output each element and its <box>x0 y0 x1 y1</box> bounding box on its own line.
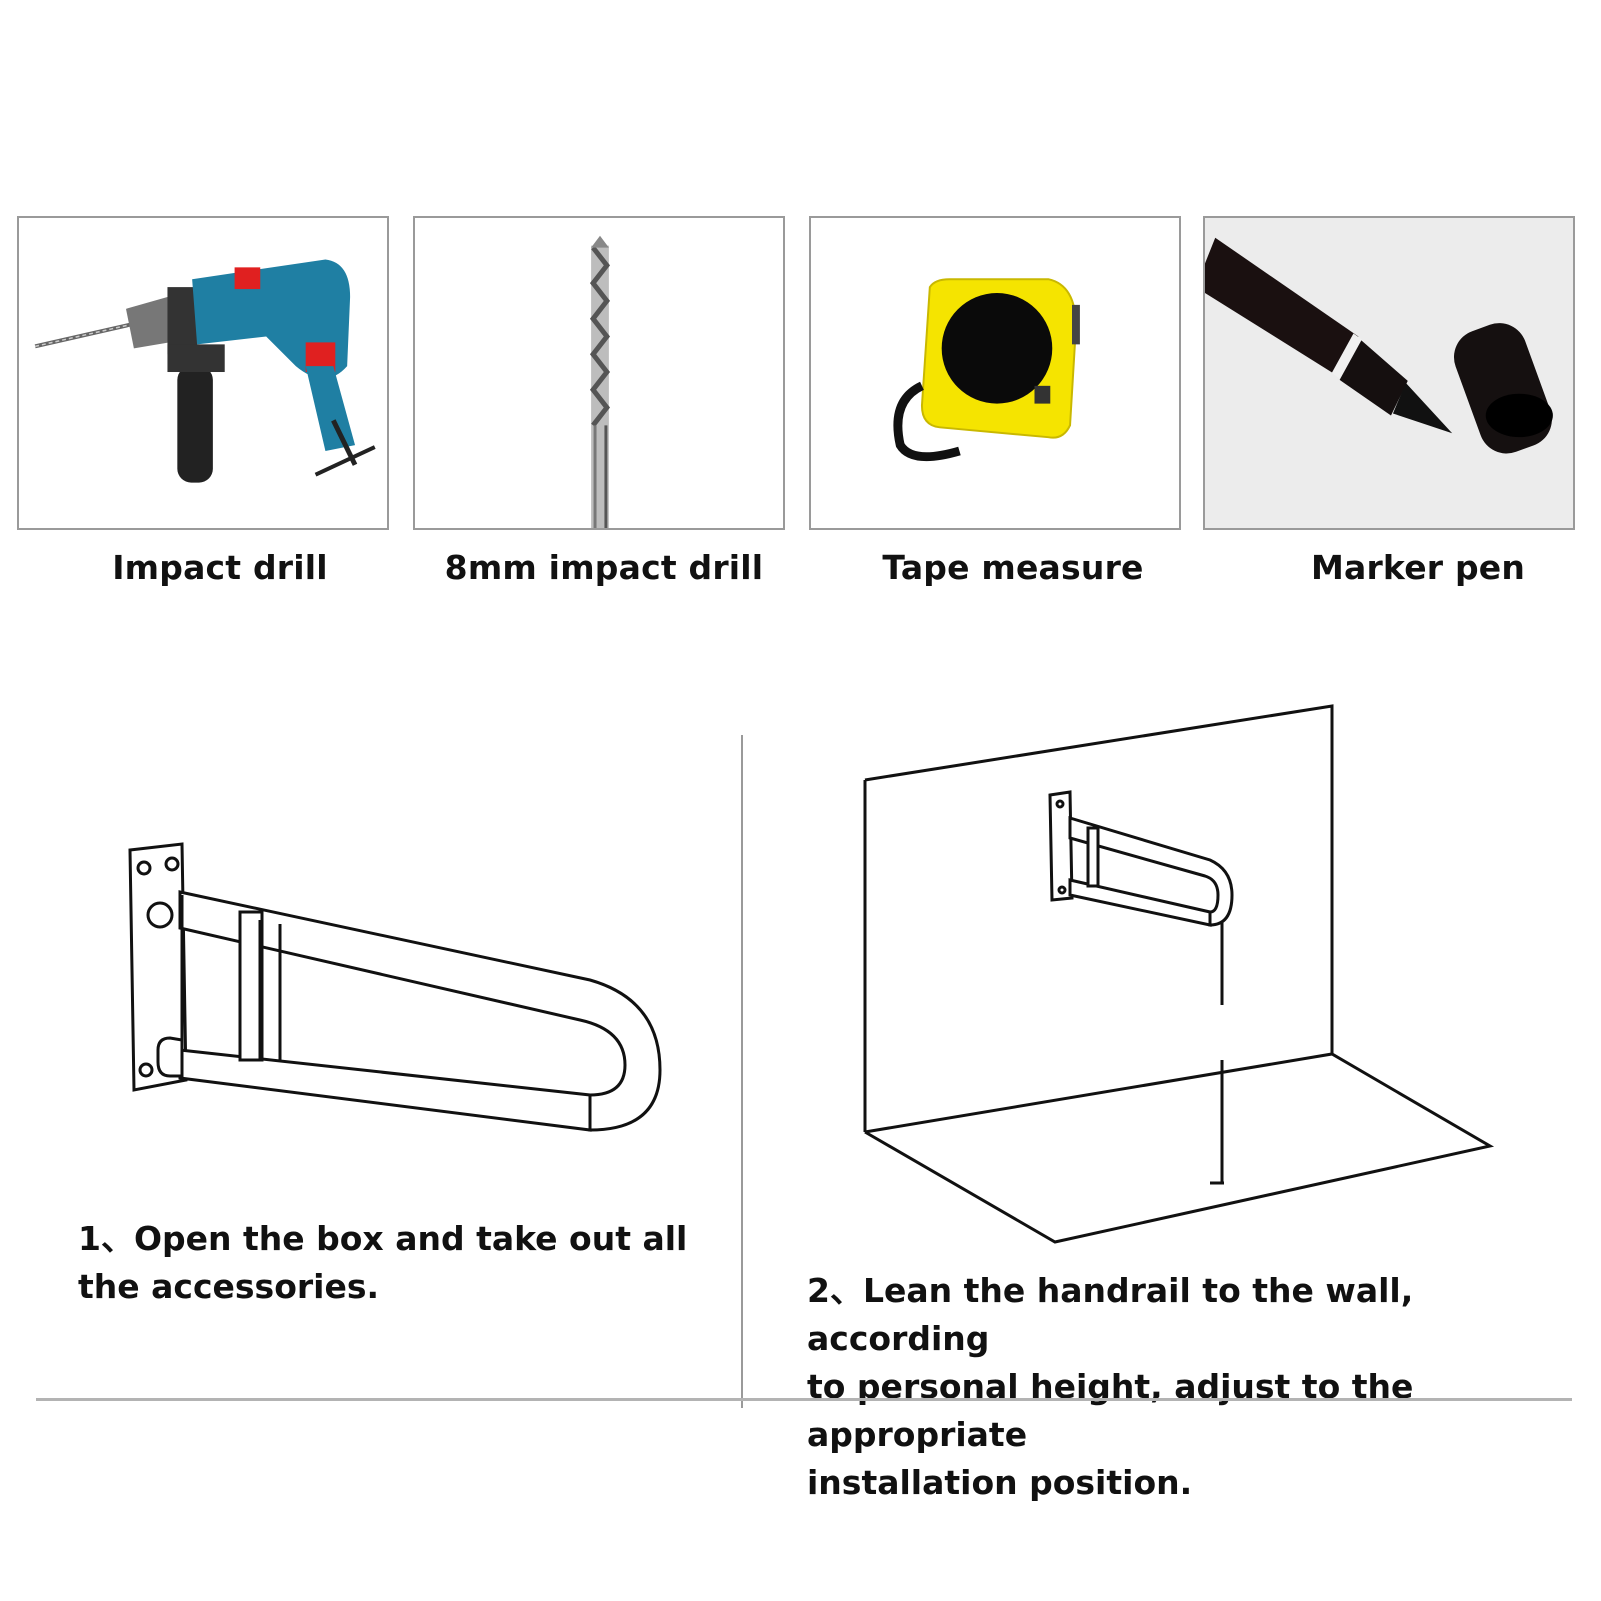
step-2-line-3: installation position. <box>807 1463 1193 1502</box>
step-2-line-1: 2、Lean the handrail to the wall, accordi… <box>807 1271 1414 1358</box>
tool-label-tape-measure: Tape measure <box>882 548 1144 587</box>
wall-mounted-handrail-illustration-icon <box>863 704 1495 1244</box>
tool-card-impact-drill <box>17 216 389 530</box>
tool-label-marker-pen: Marker pen <box>1310 548 1526 587</box>
impact-drill-icon <box>34 259 376 483</box>
tool-label-drill-bit: 8mm impact drill <box>444 548 764 587</box>
tape-measure-icon <box>893 278 1080 462</box>
tool-card-marker-pen <box>1203 216 1575 530</box>
horizontal-divider <box>36 1398 1572 1401</box>
step-1-text: 1、Open the box and take out all the acce… <box>78 1215 687 1311</box>
marker-pen-icon <box>1205 218 1573 528</box>
tool-label-impact-drill: Impact drill <box>112 548 328 587</box>
step-1-line-2: the accessories. <box>78 1267 380 1306</box>
step-2-text: 2、Lean the handrail to the wall, accordi… <box>807 1267 1601 1507</box>
tool-card-tape-measure <box>809 216 1181 530</box>
drill-bit-icon <box>589 235 611 528</box>
step-2-line-2: to personal height, adjust to the approp… <box>807 1367 1414 1454</box>
vertical-divider <box>741 735 743 1408</box>
handrail-illustration-icon <box>128 842 662 1132</box>
tool-card-drill-bit <box>413 216 785 530</box>
step-1-line-1: 1、Open the box and take out all <box>78 1219 688 1258</box>
